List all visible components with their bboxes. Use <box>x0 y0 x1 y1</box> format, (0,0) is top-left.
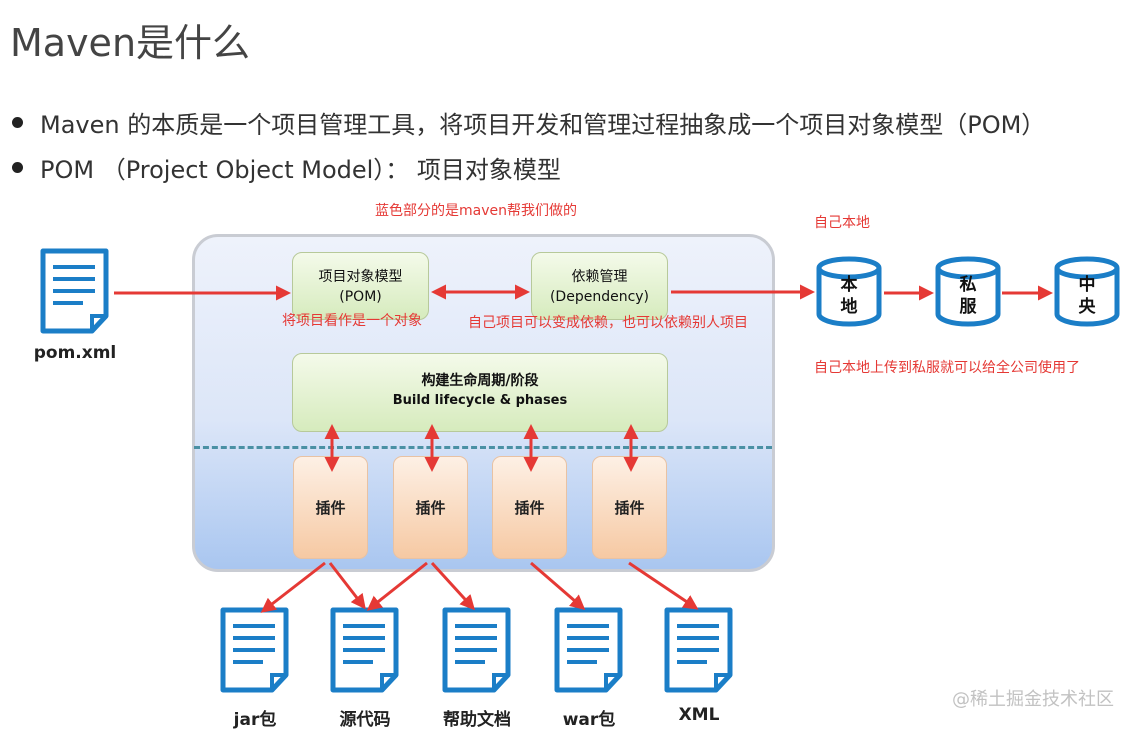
dependency-box: 依赖管理 (Dependency) <box>531 252 668 320</box>
arrow-plugin-jar <box>260 561 326 613</box>
pom-file-icon <box>40 248 110 334</box>
lifecycle-title: 构建生命周期/阶段 <box>421 373 539 389</box>
lifecycle-box: 构建生命周期/阶段 Build lifecycle & phases <box>292 353 668 432</box>
document-icon <box>330 607 400 693</box>
document-icon <box>442 607 512 693</box>
arrow-plugin-docs <box>430 561 476 611</box>
watermark: @稀土掘金技术社区 <box>952 689 1114 710</box>
repo-central-label: 中 央 <box>1053 274 1121 318</box>
arrow-plugin-source-1 <box>328 562 366 610</box>
plugin-box: 插件 <box>293 456 368 559</box>
repo-local-line2: 地 <box>840 297 858 317</box>
arrow-plugin-war <box>530 561 586 610</box>
document-icon <box>554 607 624 693</box>
arrow-plugin-source-2 <box>366 561 428 611</box>
note-blue-part: 蓝色部分的是maven帮我们做的 <box>375 203 577 219</box>
lifecycle-subtitle: Build lifecycle & phases <box>392 393 568 408</box>
divider-dashed <box>194 446 772 449</box>
pom-file-label: pom.xml <box>33 343 117 363</box>
repo-central-line1: 中 <box>1078 275 1096 295</box>
pom-model-box: 项目对象模型 (POM) <box>292 252 429 320</box>
bullet-item: Maven 的本质是一个项目管理工具，将项目开发和管理过程抽象成一个项目对象模型… <box>12 105 1045 140</box>
output-label-docs: 帮助文档 <box>443 710 511 730</box>
note-upload: 自己本地上传到私服就可以给全公司使用了 <box>814 360 1080 376</box>
repo-private-database-icon: 私 服 <box>934 256 1002 328</box>
page-title: Maven是什么 <box>10 21 251 65</box>
document-icon <box>664 607 734 693</box>
bullet-text: Maven 的本质是一个项目管理工具，将项目开发和管理过程抽象成一个项目对象模型… <box>40 111 1046 139</box>
repo-local-line1: 本 <box>840 275 858 295</box>
plugin-box: 插件 <box>393 456 468 559</box>
note-local: 自己本地 <box>814 215 870 231</box>
dep-box-title: 依赖管理 <box>571 269 628 285</box>
repo-private-line1: 私 <box>959 275 977 295</box>
pom-box-title: 项目对象模型 <box>318 269 403 285</box>
output-label-jar: jar包 <box>233 710 277 730</box>
note-dependency: 自己项目可以变成依赖，也可以依赖别人项目 <box>468 315 748 331</box>
arrow-plugin-xml <box>628 561 699 610</box>
repo-local-database-icon: 本 地 <box>815 256 883 328</box>
repo-local-label: 本 地 <box>815 274 883 318</box>
repo-private-label: 私 服 <box>934 274 1002 318</box>
repo-central-line2: 央 <box>1078 297 1096 317</box>
output-label-xml: XML <box>678 705 720 725</box>
bullet-item: POM （Project Object Model）： 项目对象模型 <box>12 150 561 185</box>
note-pom: 将项目看作是一个对象 <box>282 313 422 329</box>
plugin-box: 插件 <box>592 456 667 559</box>
output-label-war: war包 <box>562 710 616 730</box>
dep-box-subtitle: (Dependency) <box>549 289 650 305</box>
bullet-dot <box>12 117 23 128</box>
document-icon <box>220 607 290 693</box>
pom-box-subtitle: (POM) <box>339 289 382 305</box>
output-label-source: 源代码 <box>339 710 391 730</box>
bullet-dot <box>12 162 23 173</box>
bullet-text: POM （Project Object Model）： 项目对象模型 <box>40 156 561 184</box>
plugin-box: 插件 <box>492 456 567 559</box>
repo-private-line2: 服 <box>959 297 977 317</box>
repo-central-database-icon: 中 央 <box>1053 256 1121 328</box>
